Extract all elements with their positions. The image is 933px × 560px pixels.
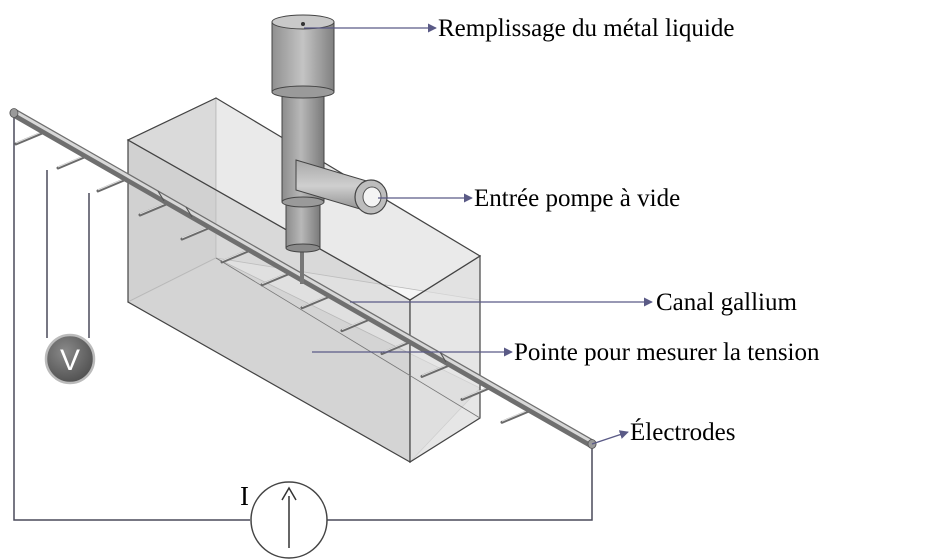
label-pump: Entrée pompe à vide: [474, 185, 680, 212]
filling-cap: [271, 21, 335, 93]
electrode-rod-end-left: [9, 108, 19, 118]
label-tip: Pointe pour mesurer la tension: [514, 339, 820, 366]
current-loop-wire: [13, 114, 250, 521]
voltmeter-icon: V: [44, 333, 96, 385]
box-inner-edge: [215, 257, 481, 419]
pump-inlet-opening: [362, 186, 382, 208]
label-leaders: [304, 23, 653, 445]
pipe-main-bottom: [281, 196, 325, 208]
pipe-lower-bottom: [285, 243, 321, 253]
electrode-joint-3: [439, 351, 447, 363]
diagram-labels: Remplissage du métal liquide Entrée pomp…: [438, 15, 820, 446]
filling-hole: [301, 22, 305, 26]
electrode-joint-2: [185, 206, 193, 218]
label-fill: Remplissage du métal liquide: [438, 15, 734, 42]
filling-pipe: [271, 14, 388, 284]
voltmeter-symbol: V: [60, 344, 80, 377]
arrow-head-icon: [281, 486, 297, 501]
label-electrodes: Électrodes: [630, 418, 736, 446]
current-symbol: I: [240, 481, 249, 511]
channel-box: [126, 97, 482, 464]
filling-cap-bottom: [271, 85, 335, 99]
circuit-wiring: [13, 114, 593, 521]
leader-electrodes: [591, 430, 629, 445]
label-channel: Canal gallium: [656, 289, 797, 316]
electrode-joint-1: [157, 190, 165, 202]
current-loop-wire-right: [327, 444, 593, 521]
current-source-icon: I: [240, 481, 328, 559]
